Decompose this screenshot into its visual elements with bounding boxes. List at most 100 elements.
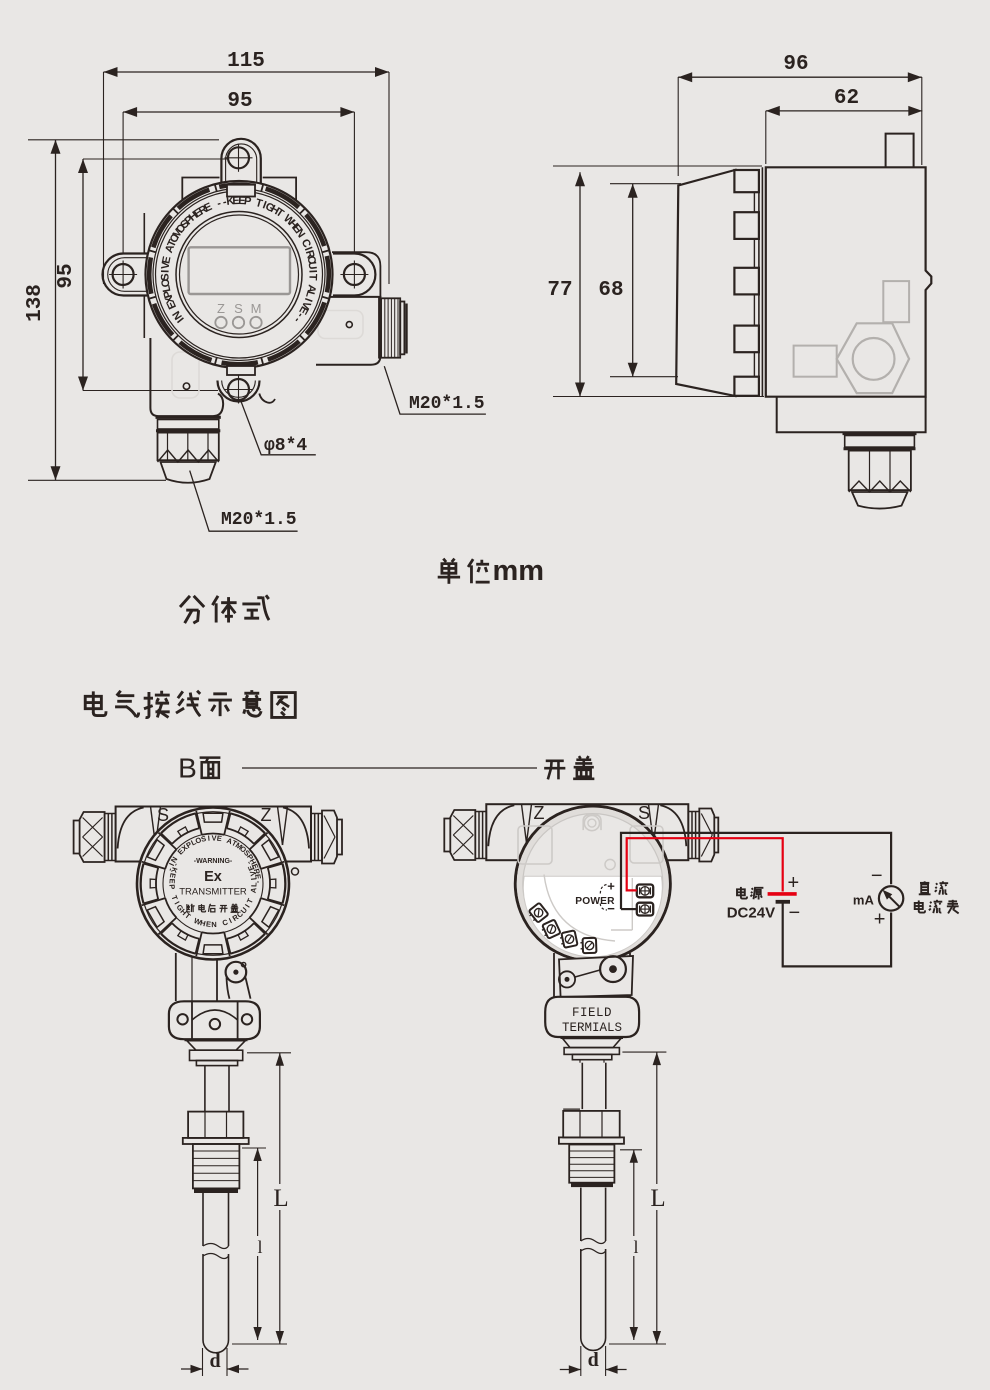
svg-text:-: - [294, 310, 306, 320]
svg-text:mm: mm [493, 555, 545, 587]
svg-text:S: S [200, 834, 207, 844]
svg-text:E: E [160, 255, 173, 265]
svg-text:I: I [243, 903, 252, 910]
svg-text:DC24V: DC24V [727, 905, 775, 922]
svg-text:−: − [871, 865, 883, 887]
svg-text:V: V [160, 261, 173, 270]
svg-text:I: I [228, 916, 234, 925]
svg-text:-: - [254, 881, 263, 884]
svg-text:T: T [165, 238, 179, 249]
svg-text:K: K [226, 195, 235, 208]
svg-text:I: I [249, 877, 258, 880]
svg-text:+: + [874, 909, 886, 931]
svg-text:I: I [172, 900, 181, 906]
svg-text:T: T [306, 274, 318, 281]
svg-text:115: 115 [227, 50, 265, 73]
svg-text:Ex: Ex [204, 869, 222, 885]
svg-text:d: d [588, 1349, 599, 1371]
svg-text:E: E [168, 872, 178, 879]
svg-text:l: l [633, 1237, 638, 1257]
svg-text:A: A [163, 243, 177, 255]
svg-text:62: 62 [834, 87, 859, 110]
svg-text:-WARNING-: -WARNING- [194, 858, 233, 865]
svg-text:P: P [167, 884, 176, 890]
svg-text:P: P [245, 853, 255, 862]
svg-text:A: A [249, 886, 259, 893]
svg-text:77: 77 [547, 279, 572, 302]
svg-text:L: L [273, 1185, 288, 1212]
svg-text:E: E [202, 201, 214, 215]
svg-text:U: U [306, 261, 319, 270]
svg-text:95: 95 [227, 90, 252, 113]
svg-text:T: T [183, 911, 192, 921]
svg-text:Z: Z [217, 301, 225, 316]
svg-text:Z: Z [261, 805, 272, 825]
svg-text:+: + [607, 879, 615, 894]
svg-text:T: T [245, 897, 255, 905]
svg-text:I: I [160, 270, 172, 274]
svg-text:E: E [165, 299, 179, 311]
svg-text:N: N [211, 920, 217, 929]
svg-text:E: E [167, 878, 176, 884]
svg-text:P: P [161, 289, 175, 299]
svg-text:S: S [159, 273, 171, 281]
svg-text:-: - [216, 197, 223, 210]
svg-text:I: I [175, 315, 186, 325]
svg-text:TERMIALS: TERMIALS [562, 1021, 622, 1035]
svg-text:R: R [303, 249, 317, 260]
svg-text:-: - [165, 866, 174, 872]
svg-text:M20*1.5: M20*1.5 [221, 510, 297, 530]
svg-text:−: − [789, 902, 801, 924]
svg-text:-: - [291, 315, 303, 326]
svg-text:I: I [306, 270, 318, 274]
svg-text:L: L [160, 284, 173, 293]
svg-text:B: B [178, 753, 197, 784]
svg-text:G: G [175, 903, 186, 913]
svg-text:-: - [244, 859, 253, 866]
svg-text:E: E [232, 195, 240, 207]
svg-text:S: S [242, 848, 252, 858]
svg-text:POWER: POWER [575, 896, 615, 907]
svg-text:E: E [216, 834, 222, 844]
svg-text:+: + [787, 872, 799, 894]
svg-text:E: E [253, 873, 263, 879]
svg-text:L: L [650, 1185, 665, 1212]
svg-text:L: L [249, 882, 258, 887]
svg-text:-: - [222, 196, 228, 209]
svg-text:L: L [303, 289, 316, 299]
svg-text:O: O [160, 278, 173, 288]
svg-text:-: - [172, 862, 181, 869]
svg-text:V: V [248, 870, 258, 877]
svg-text:I: I [302, 245, 314, 252]
svg-text:K: K [169, 866, 179, 875]
svg-text:N: N [169, 855, 180, 864]
svg-text:M: M [234, 841, 244, 852]
svg-text:U: U [239, 905, 249, 915]
svg-text:O: O [238, 844, 248, 855]
svg-text:95: 95 [55, 263, 78, 288]
svg-text:R: R [252, 868, 262, 876]
svg-text:E: E [176, 847, 186, 857]
svg-text:M20*1.5: M20*1.5 [409, 394, 485, 414]
svg-text:X: X [180, 843, 190, 853]
svg-text:96: 96 [783, 53, 808, 76]
svg-text:d: d [209, 1350, 220, 1372]
svg-text:I: I [302, 296, 314, 303]
svg-text:−: − [607, 901, 615, 916]
svg-text:E: E [246, 864, 256, 872]
svg-text:R: R [231, 912, 241, 923]
svg-text:l: l [257, 1237, 262, 1257]
svg-text:I: I [261, 199, 268, 211]
svg-text:X: X [163, 294, 177, 306]
svg-text:Z: Z [534, 803, 545, 823]
svg-text:W: W [193, 916, 204, 927]
svg-text:E: E [205, 919, 211, 929]
svg-text:T: T [254, 197, 264, 210]
svg-text:E: E [238, 195, 246, 207]
svg-text:A: A [225, 836, 234, 847]
svg-text:M: M [251, 301, 262, 316]
svg-text:S: S [638, 803, 650, 823]
svg-text:I: I [207, 834, 210, 843]
svg-text:FIELD: FIELD [572, 1006, 612, 1020]
svg-text:T: T [230, 838, 239, 848]
